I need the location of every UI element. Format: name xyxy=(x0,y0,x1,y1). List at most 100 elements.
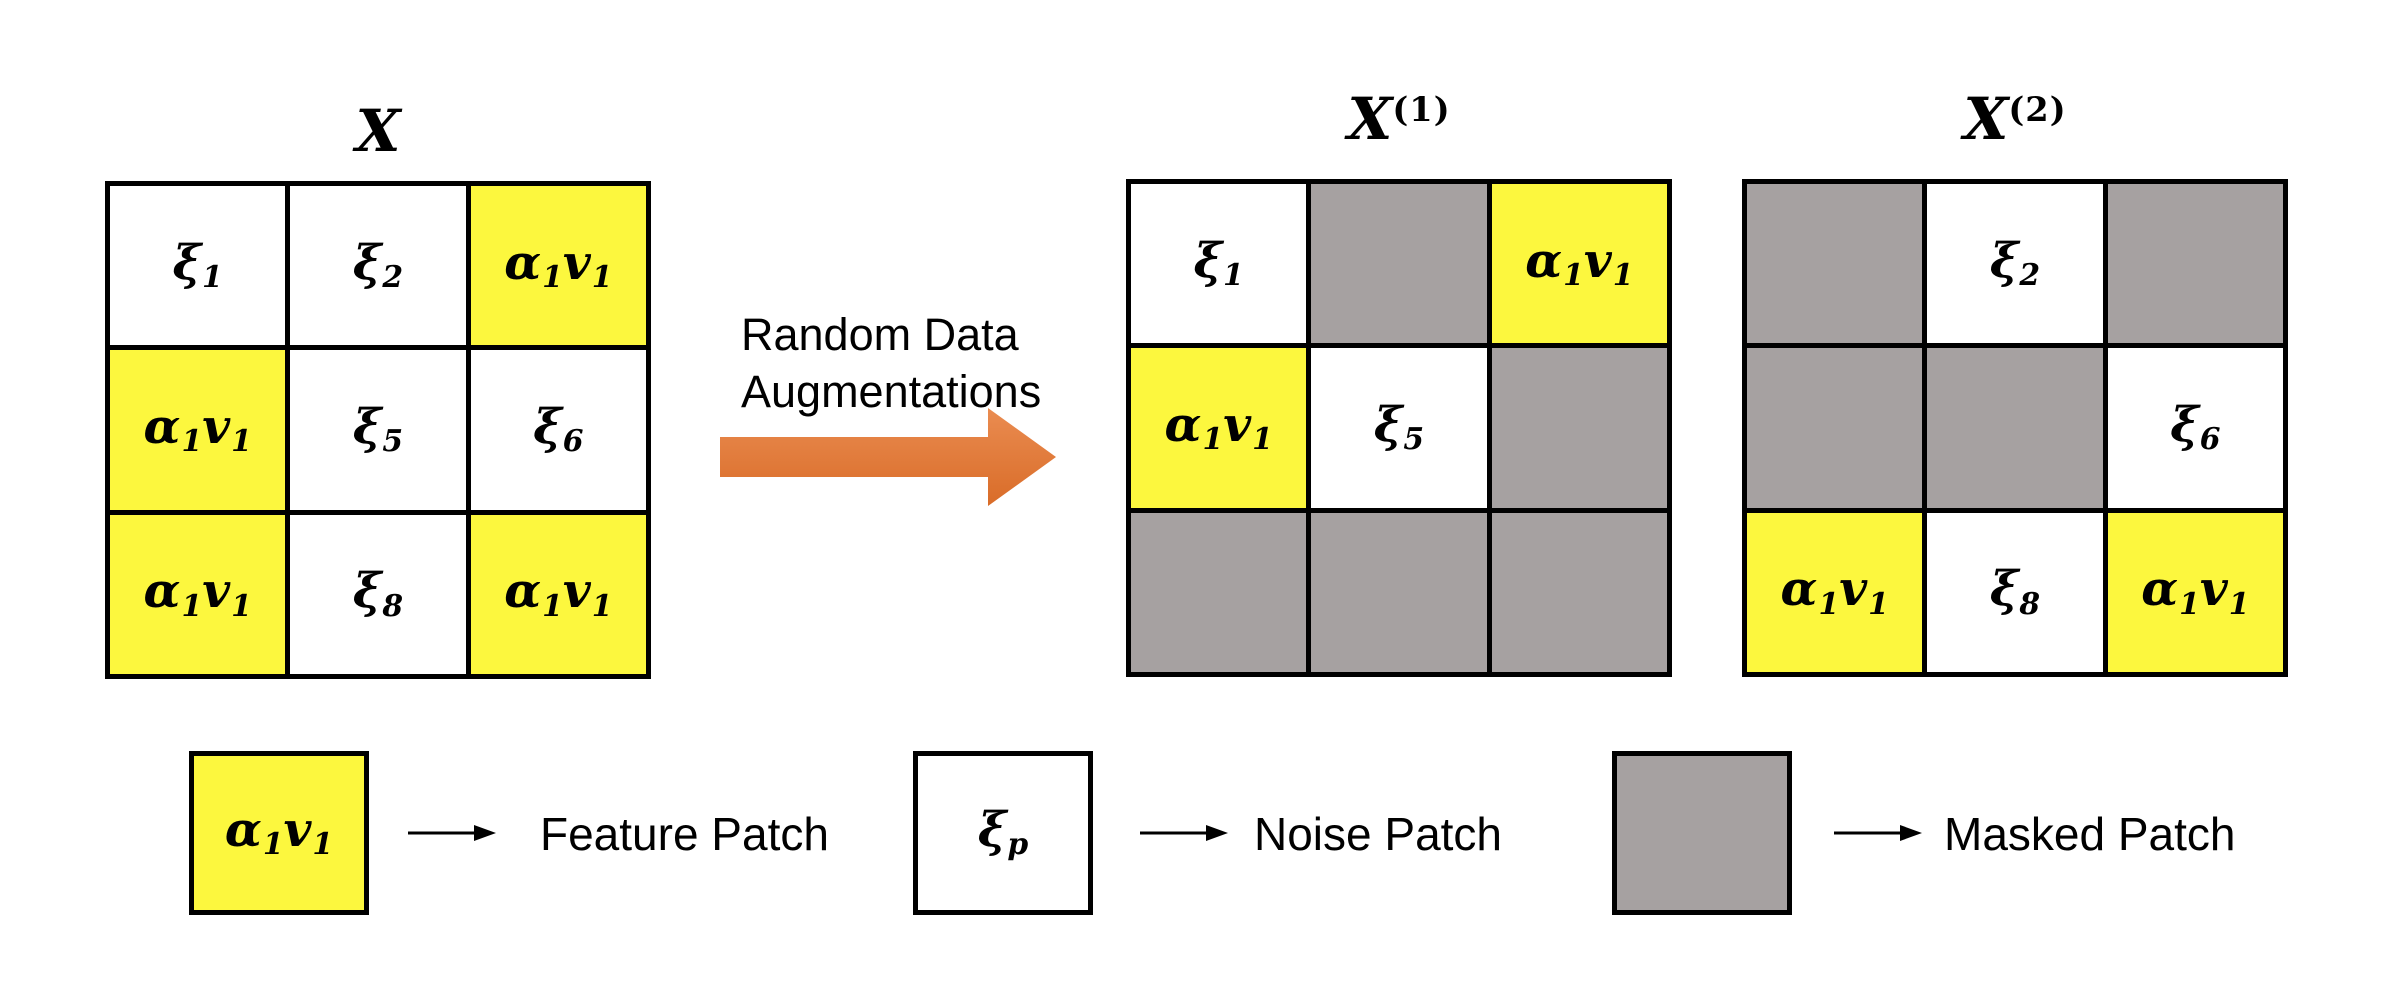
cell-label: ξ2 xyxy=(353,239,403,293)
math-symbol: ξ xyxy=(1989,232,2019,289)
math-subscript: 1 xyxy=(231,588,252,624)
matrix-title-base: X xyxy=(355,97,401,165)
cell-label: ξ6 xyxy=(533,403,583,457)
cell-label: α1v1 xyxy=(504,567,612,621)
masked-patch-cell xyxy=(1131,512,1307,672)
feature-patch-cell: α1v1 xyxy=(470,186,646,346)
masked-patch-cell xyxy=(1747,184,1923,344)
math-symbol: ξ xyxy=(1989,561,2019,618)
math-symbol: v xyxy=(283,801,312,858)
math-subscript: 8 xyxy=(382,588,404,624)
cell-label: ξ5 xyxy=(1374,401,1424,455)
masked-patch-cell xyxy=(1491,512,1667,672)
noise-patch-swatch: ξp xyxy=(913,751,1093,915)
cell-label: ξ5 xyxy=(353,403,403,457)
math-subscript: 1 xyxy=(591,259,613,295)
cell-label: α1v1 xyxy=(144,567,252,621)
right-block-arrow-icon xyxy=(720,408,1056,506)
math-symbol: v xyxy=(1223,396,1252,453)
math-subscript: 2 xyxy=(382,259,404,295)
matrix-title-superscript: (1) xyxy=(1392,88,1451,129)
math-subscript: 5 xyxy=(1403,422,1425,458)
math-symbol: α xyxy=(1780,561,1818,618)
matrix-x1-title: X(1) xyxy=(1126,90,1672,148)
math-symbol: α xyxy=(143,563,181,620)
noise-patch-cell: ξ1 xyxy=(1131,184,1307,344)
math-subscript: 5 xyxy=(382,424,404,460)
math-subscript: 1 xyxy=(1868,586,1889,622)
feature-patch-swatch: α1v1 xyxy=(189,751,369,915)
matrix-title-base: X xyxy=(1347,85,1393,153)
feature-patch-cell: α1v1 xyxy=(110,350,286,510)
math-symbol: α xyxy=(2141,561,2179,618)
noise-patch-cell: ξ2 xyxy=(1927,184,2103,344)
matrix-title-superscript: (2) xyxy=(2008,88,2067,129)
math-symbol: ξ xyxy=(977,801,1007,858)
masked-patch-cell xyxy=(1747,348,1923,508)
cell-label: α1v1 xyxy=(1525,237,1633,291)
matrix-x2-title: X(2) xyxy=(1742,90,2288,148)
masked-patch-cell xyxy=(1311,184,1487,344)
matrix-x-title: X xyxy=(105,102,651,160)
math-symbol: ξ xyxy=(352,234,382,291)
noise-patch-cell: ξ6 xyxy=(2107,348,2283,508)
feature-patch-cell: α1v1 xyxy=(1131,348,1307,508)
augmentation-label-line1: Random Data xyxy=(741,309,1019,360)
masked-patch-swatch xyxy=(1612,751,1792,915)
right-arrow-icon xyxy=(1834,825,1922,841)
cell-label: α1v1 xyxy=(504,239,612,293)
math-symbol: ξ xyxy=(352,563,382,620)
math-subscript: 1 xyxy=(1252,422,1273,458)
math-subscript: 1 xyxy=(2179,586,2200,622)
math-subscript: 1 xyxy=(181,424,203,460)
cell-label: ξ1 xyxy=(173,239,223,293)
feature-patch-cell: α1v1 xyxy=(1747,512,1923,672)
masked-patch-cell xyxy=(1927,348,2103,508)
legend-label-masked: Masked Patch xyxy=(1944,808,2236,860)
math-symbol: v xyxy=(1839,561,1868,618)
noise-patch-cell: ξ8 xyxy=(290,514,466,674)
math-subscript: 6 xyxy=(562,424,584,460)
math-subscript: 1 xyxy=(181,588,203,624)
math-symbol: ξ xyxy=(172,234,202,291)
cell-label: ξ8 xyxy=(1990,565,2040,619)
math-symbol: ξ xyxy=(533,398,562,455)
legend-label-noise: Noise Patch xyxy=(1254,808,1503,860)
cell-label: ξ6 xyxy=(2170,401,2220,455)
math-subscript: p xyxy=(1007,827,1029,863)
cell-label: ξ1 xyxy=(1194,237,1244,291)
legend-label-feature: Feature Patch xyxy=(540,808,829,860)
math-symbol: α xyxy=(143,398,181,455)
math-subscript: 1 xyxy=(1818,586,1840,622)
math-subscript: 1 xyxy=(202,259,223,295)
cell-label: ξ8 xyxy=(353,567,403,621)
noise-patch-cell: ξ8 xyxy=(1927,512,2103,672)
math-subscript: 1 xyxy=(262,827,284,863)
math-symbol: ξ xyxy=(1373,396,1403,453)
cell-label: α1v1 xyxy=(1165,401,1273,455)
math-symbol: ξ xyxy=(1193,232,1223,289)
right-arrow-icon xyxy=(408,825,496,841)
math-symbol: α xyxy=(224,801,262,858)
math-symbol: ξ xyxy=(2170,396,2199,453)
noise-patch-cell: ξ1 xyxy=(110,186,286,346)
math-symbol: α xyxy=(504,234,542,291)
masked-patch-cell xyxy=(1491,348,1667,508)
math-subscript: 1 xyxy=(1563,257,1584,293)
math-subscript: 6 xyxy=(2199,422,2221,458)
math-symbol: v xyxy=(2199,561,2228,618)
math-subscript: 1 xyxy=(542,259,563,295)
feature-patch-cell: α1v1 xyxy=(1491,184,1667,344)
math-subscript: 1 xyxy=(1612,257,1634,293)
math-subscript: 2 xyxy=(2019,257,2041,293)
swatch-label: α1v1 xyxy=(225,806,333,860)
math-symbol: ξ xyxy=(352,398,382,455)
math-symbol: α xyxy=(504,563,542,620)
math-subscript: 8 xyxy=(2019,586,2041,622)
math-symbol: α xyxy=(1164,396,1202,453)
feature-patch-cell: α1v1 xyxy=(2107,512,2283,672)
swatch-label: ξp xyxy=(978,806,1028,860)
